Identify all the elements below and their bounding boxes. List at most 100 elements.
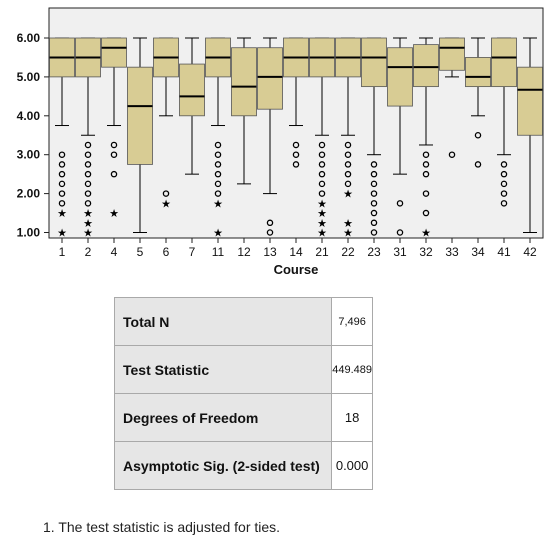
- outlier-point: [500, 170, 508, 178]
- box-12: [231, 37, 257, 185]
- box-23: [361, 37, 387, 236]
- outlier-point: [318, 161, 326, 168]
- outlier-point: [214, 161, 222, 168]
- x-tick-label: 13: [263, 245, 277, 259]
- outlier-point: [162, 190, 170, 197]
- iqr-box: [257, 47, 283, 110]
- x-tick-label: 14: [289, 245, 303, 259]
- outlier-point: [370, 180, 378, 188]
- box-42: [517, 37, 543, 233]
- box-34: [465, 37, 491, 168]
- box-31: [387, 37, 413, 236]
- iqr-box: [179, 63, 205, 117]
- outlier-point: [58, 180, 66, 188]
- outlier-point: [214, 151, 222, 158]
- x-tick-label: 11: [212, 245, 225, 259]
- extreme-point: ★: [343, 227, 353, 240]
- row-value: 18: [331, 393, 373, 442]
- iqr-box: [231, 47, 257, 117]
- extreme-point: ★: [57, 207, 67, 220]
- box-2: ★★★: [75, 37, 101, 240]
- outlier-point: [370, 190, 378, 197]
- footnote: 1. The test statistic is adjusted for ti…: [43, 519, 281, 535]
- outlier-point: [110, 170, 118, 178]
- outlier-point: [422, 190, 430, 197]
- outlier-point: [214, 170, 222, 178]
- outlier-point: [422, 170, 430, 178]
- outlier-point: [344, 141, 352, 149]
- outlier-point: [84, 141, 92, 149]
- y-tick-label: 2.00: [17, 187, 41, 201]
- box-41: [491, 37, 517, 207]
- extreme-point: ★: [317, 217, 327, 230]
- iqr-box: [361, 37, 387, 88]
- outlier-point: [448, 151, 456, 158]
- table-row: Degrees of Freedom 18: [113, 393, 373, 442]
- extreme-point: ★: [343, 188, 353, 201]
- x-tick-label: 31: [393, 245, 407, 259]
- y-tick-label: 3.00: [17, 148, 41, 162]
- row-label: Total N: [113, 297, 333, 346]
- x-tick-label: 21: [315, 245, 329, 259]
- box-6: ★: [153, 37, 179, 210]
- outlier-point: [396, 200, 404, 207]
- box-14: [283, 37, 309, 168]
- table-row: Test Statistic 449.489: [113, 345, 373, 394]
- outlier-point: [370, 209, 378, 217]
- row-value: 449.489: [331, 345, 373, 394]
- test-statistics-table: Total N 7,496 Test Statistic 449.489 Deg…: [113, 297, 373, 490]
- outlier-point: [344, 151, 352, 158]
- box-7: [179, 37, 205, 175]
- extreme-point: ★: [213, 197, 223, 210]
- row-label: Asymptotic Sig. (2-sided test): [113, 441, 333, 490]
- iqr-box: [517, 66, 543, 136]
- iqr-box: [465, 57, 491, 88]
- x-tick-label: 2: [85, 245, 92, 259]
- extreme-point: ★: [161, 197, 171, 210]
- box-series: ★★★★★★★★★★★★★★★★★: [49, 37, 543, 240]
- extreme-point: ★: [109, 207, 119, 220]
- outlier-point: [344, 180, 352, 188]
- outlier-point: [84, 151, 92, 158]
- outlier-point: [84, 200, 92, 207]
- x-tick-label: 7: [189, 245, 196, 259]
- table-row: Asymptotic Sig. (2-sided test) 0.000: [113, 441, 373, 490]
- y-tick-label: 6.00: [17, 31, 41, 45]
- outlier-point: [58, 170, 66, 178]
- y-axis: 1.002.003.004.005.006.00: [17, 31, 49, 240]
- outlier-point: [84, 190, 92, 197]
- iqr-box: [101, 37, 127, 68]
- box-22: ★★★: [335, 37, 361, 240]
- row-label: Test Statistic: [113, 345, 333, 394]
- outlier-point: [370, 170, 378, 178]
- outlier-point: [214, 190, 222, 197]
- extreme-point: ★: [317, 197, 327, 210]
- outlier-point: [266, 229, 274, 236]
- outlier-point: [292, 151, 300, 158]
- x-tick-label: 22: [341, 245, 355, 259]
- x-axis-label: Course: [274, 262, 319, 277]
- outlier-point: [370, 161, 378, 168]
- box-32: ★: [413, 37, 439, 240]
- outlier-point: [84, 161, 92, 168]
- box-11: ★★: [205, 37, 231, 240]
- iqr-box: [491, 37, 517, 88]
- outlier-point: [58, 161, 66, 168]
- extreme-point: ★: [83, 207, 93, 220]
- y-tick-label: 4.00: [17, 109, 41, 123]
- outlier-point: [58, 190, 66, 197]
- box-33: [439, 37, 465, 158]
- outlier-point: [318, 180, 326, 188]
- outlier-point: [214, 141, 222, 149]
- outlier-point: [474, 161, 482, 168]
- outlier-point: [344, 161, 352, 168]
- outlier-point: [370, 219, 378, 227]
- outlier-point: [318, 170, 326, 178]
- extreme-point: ★: [83, 227, 93, 240]
- extreme-point: ★: [421, 227, 431, 240]
- outlier-point: [266, 219, 274, 227]
- x-tick-label: 12: [237, 245, 251, 259]
- outlier-point: [58, 151, 66, 158]
- box-21: ★★★★: [309, 37, 335, 240]
- x-tick-label: 33: [445, 245, 459, 259]
